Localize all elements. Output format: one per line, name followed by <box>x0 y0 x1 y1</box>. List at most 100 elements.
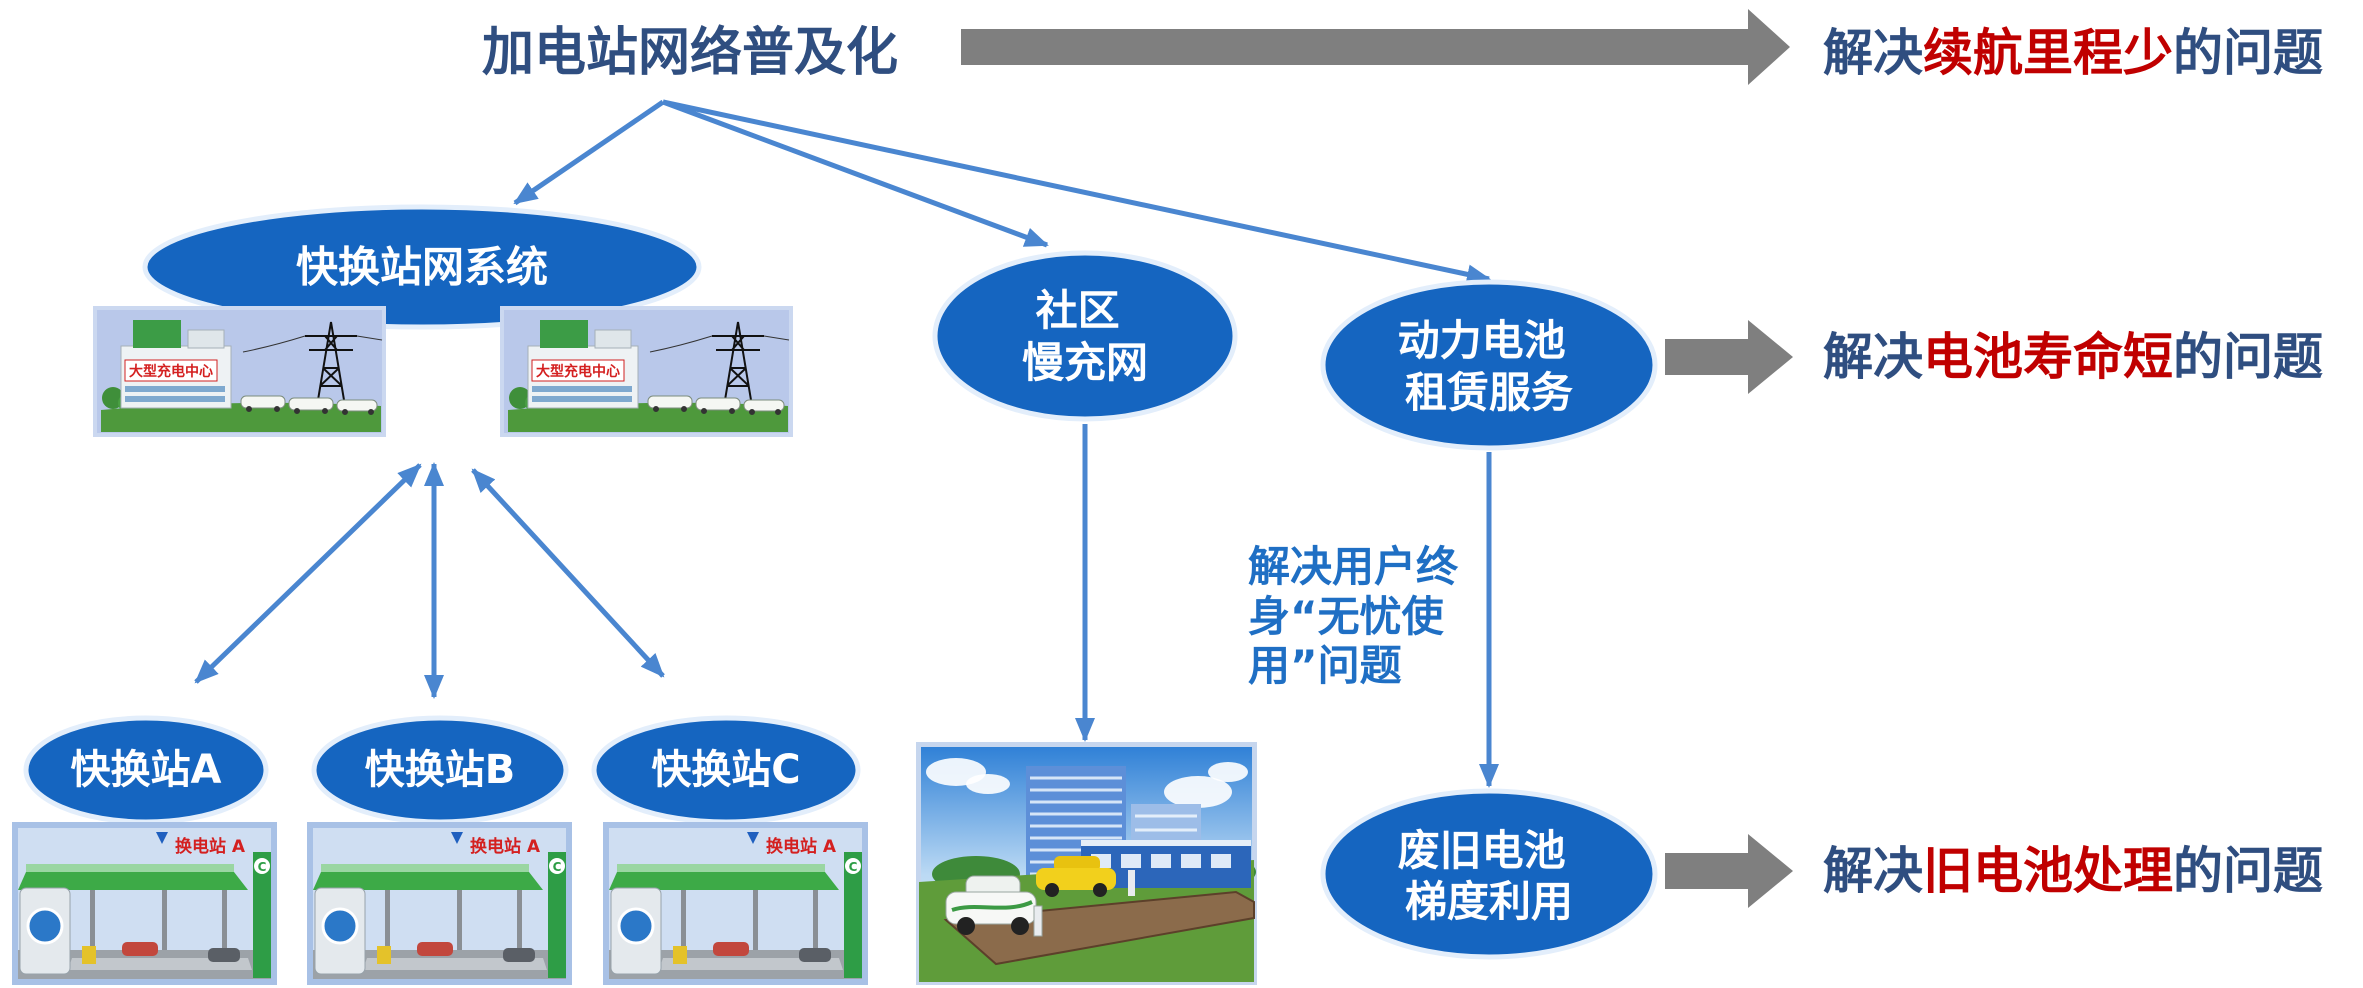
building-sign <box>531 359 625 382</box>
charger-tower <box>253 852 271 978</box>
charger-tower <box>548 852 566 978</box>
outcome-range-prefix: 解决 <box>1823 24 1923 82</box>
canopy-top <box>321 864 529 873</box>
charging-center-illustration: 大型充电中心 <box>93 306 386 437</box>
battery-reuse-node <box>1320 788 1658 960</box>
ground-stripe <box>659 958 843 970</box>
charging-center-sign: 大型充电中心 <box>536 363 620 380</box>
charger-post <box>1033 905 1043 937</box>
side-building-windows <box>1135 814 1197 860</box>
badge-circle <box>549 858 565 874</box>
truck <box>647 395 693 409</box>
forklift <box>82 946 96 964</box>
forklift <box>673 946 687 964</box>
outcome-arrow-range <box>961 9 1790 85</box>
building-annex <box>594 329 632 349</box>
ground-stripe <box>363 958 547 970</box>
lease-note-line1: 解决用户终 <box>1248 542 1459 591</box>
white-car-stripe <box>951 900 1033 912</box>
connector-station-c <box>471 468 665 678</box>
badge-circle <box>845 858 861 874</box>
station-badge: C <box>258 860 267 874</box>
truck <box>336 399 378 412</box>
battery-reuse-label: 废旧电池 梯度利用 <box>1398 826 1581 926</box>
pillar <box>385 890 390 952</box>
power-lines <box>242 335 383 353</box>
lease-note-line2: 身“无忧使 <box>1248 592 1445 641</box>
forklift <box>377 946 391 964</box>
community-node <box>932 250 1238 422</box>
outcome-arrow-lifespan <box>1665 320 1793 394</box>
parking-platform <box>943 890 1255 966</box>
community-label: 社区 慢充网 <box>1022 286 1148 387</box>
outcome-lifespan-prefix: 解决 <box>1823 328 1923 386</box>
pin-marker-icon <box>156 832 168 844</box>
container-roof <box>1081 840 1251 848</box>
building-roof <box>540 320 588 348</box>
truck-wheels <box>653 406 781 415</box>
power-pylon-icon <box>712 321 764 407</box>
outcome-range: 解决续航里程少的问题 <box>1823 24 2323 82</box>
badge-circle <box>254 858 270 874</box>
truck <box>288 397 334 411</box>
truck <box>743 399 785 412</box>
swap-station-illustration: 换电站 A C <box>12 822 277 985</box>
canopy <box>18 872 248 890</box>
pillar <box>222 890 227 952</box>
canopy-top <box>617 864 825 873</box>
outcome-recycling: 解决旧电池处理的问题 <box>1823 842 2323 900</box>
car <box>503 948 535 962</box>
swap-station-sign: 换电站 A <box>766 836 837 857</box>
cloud <box>966 774 1010 794</box>
canopy <box>313 872 543 890</box>
pillar <box>457 890 462 952</box>
battery-lease-node <box>1320 279 1658 451</box>
connector-to-swap-network <box>513 99 665 206</box>
charging-center-illustration: 大型充电中心 <box>500 306 793 437</box>
swap-station-illustration: 换电站 A C <box>603 822 868 985</box>
building-windows <box>532 386 632 392</box>
lease-note-line3: 用”问题 <box>1248 641 1402 690</box>
building-windows <box>125 396 225 402</box>
lease-note: 解决用户终 身“无忧使 用”问题 <box>1248 542 1473 690</box>
car <box>122 942 158 956</box>
cloud <box>1164 776 1232 808</box>
charging-center-sign: 大型充电中心 <box>129 363 213 380</box>
car <box>208 948 240 962</box>
building-windows <box>125 386 225 392</box>
truck <box>240 395 286 409</box>
outcome-recycling-prefix: 解决 <box>1823 842 1923 900</box>
connector-to-community <box>662 99 1049 248</box>
canopy <box>609 872 839 890</box>
pin-marker-icon <box>451 832 463 844</box>
canopy-top <box>26 864 234 873</box>
outcome-lifespan-highlight: 电池寿命短 <box>1923 328 2173 386</box>
building-sign <box>124 359 218 382</box>
pillar <box>517 890 522 952</box>
battery-lease-label: 动力电池 租赁服务 <box>1398 316 1581 417</box>
station-a-label: 快换站A <box>71 747 222 793</box>
car <box>799 948 831 962</box>
pillar <box>813 890 818 952</box>
station-badge: C <box>849 860 858 874</box>
swap-station-illustration: 换电站 A C <box>307 822 572 985</box>
battery-reuse-label-line1: 废旧电池 <box>1398 826 1566 875</box>
ground-stripe <box>68 958 252 970</box>
station-b-label: 快换站B <box>365 747 516 793</box>
white-car-wheels <box>957 917 1029 935</box>
battery-icon <box>617 907 655 945</box>
community-charging-illustration <box>916 742 1257 985</box>
outcome-arrow-recycling <box>1665 834 1793 908</box>
pillar <box>90 890 95 952</box>
outcome-range-suffix: 的问题 <box>2173 24 2323 82</box>
power-lines <box>649 335 790 353</box>
swap-network-label: 快换站网系统 <box>296 243 548 292</box>
car <box>417 942 453 956</box>
charger-tower <box>844 852 862 978</box>
container-windows <box>1091 854 1231 868</box>
outcome-recycling-suffix: 的问题 <box>2173 842 2323 900</box>
battery-lease-label-line2: 租赁服务 <box>1405 368 1573 417</box>
swap-station-sign: 换电站 A <box>175 836 246 857</box>
page-title: 加电站网络普及化 <box>482 23 898 83</box>
cloud <box>1208 762 1248 782</box>
